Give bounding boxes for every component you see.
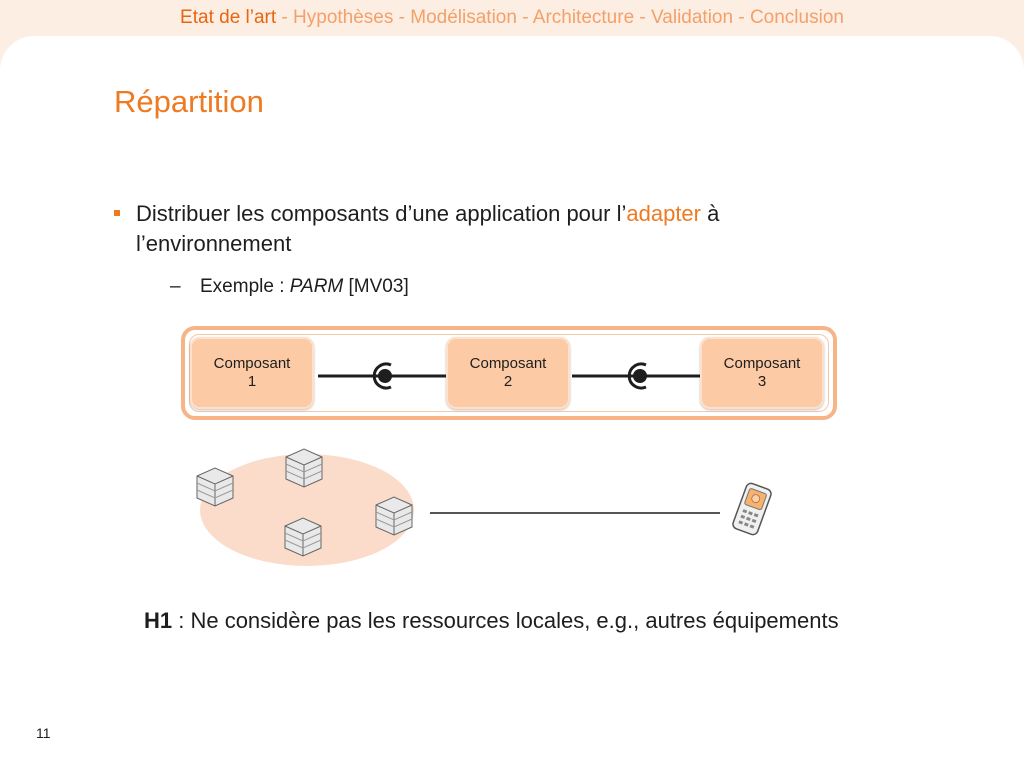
- component-1-line2: 1: [247, 373, 257, 390]
- bullet-main-after: à l’environnement: [136, 201, 720, 256]
- component-2-line2: 2: [503, 373, 513, 390]
- bullet-main-highlight: adapter: [626, 201, 701, 226]
- bullet-main: Distribuer les composants d’une applicat…: [114, 199, 874, 259]
- bullet-sub-suffix: [MV03]: [343, 276, 409, 297]
- navigation-header: Etat de l’art - Hypothèses - Modélisatio…: [0, 0, 1024, 36]
- server-icon: [285, 448, 323, 488]
- component-3: Composant 3: [700, 337, 824, 409]
- hypothesis-text: : Ne considère pas les ressources locale…: [172, 608, 839, 633]
- component-1-line1: Composant: [213, 355, 291, 372]
- bullet-main-before: Distribuer les composants d’une applicat…: [136, 201, 627, 226]
- bullet-main-text: Distribuer les composants d’une applicat…: [136, 199, 874, 259]
- page-number: 11: [36, 725, 51, 741]
- hypothesis-h1: H1 : Ne considère pas les ressources loc…: [144, 608, 839, 634]
- nav-item-etat-de-lart[interactable]: Etat de l’art: [180, 7, 277, 28]
- server-icon: [196, 467, 234, 507]
- slide-title: Répartition: [114, 84, 264, 119]
- nav-items-rest[interactable]: - Hypothèses - Modélisation - Architectu…: [276, 7, 844, 28]
- bullet-square-icon: [114, 210, 120, 216]
- diagram-overlay: [196, 362, 772, 566]
- bullet-sub-italic: PARM: [289, 276, 344, 297]
- mobile-phone-icon: [732, 482, 772, 536]
- component-2-line1: Composant: [469, 355, 547, 372]
- server-icon: [375, 496, 413, 536]
- bullet-sub-prefix: Exemple :: [200, 276, 290, 297]
- slide-body: Répartition Distribuer les composants d’…: [0, 36, 1024, 768]
- component-container-inner: [189, 334, 829, 412]
- bullet-sub: –Exemple : PARM [MV03]: [170, 276, 409, 298]
- component-2: Composant 2: [446, 337, 570, 409]
- server-icon: [284, 517, 322, 557]
- socket-connector-icon: [372, 362, 392, 390]
- component-3-line2: 3: [757, 373, 767, 390]
- server-cluster: [200, 454, 414, 566]
- component-3-line1: Composant: [723, 355, 801, 372]
- socket-connector-icon: [627, 362, 647, 390]
- bullet-dash: –: [170, 276, 181, 297]
- component-1: Composant 1: [190, 337, 314, 409]
- hypothesis-label: H1: [144, 608, 173, 633]
